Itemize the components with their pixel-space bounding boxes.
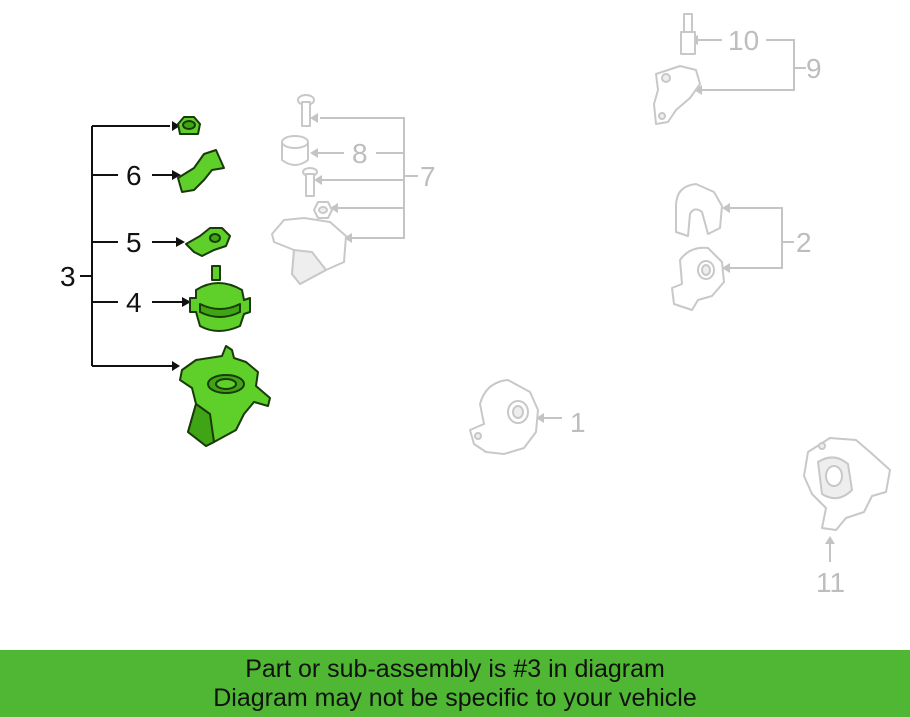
small-bolt-part[interactable] bbox=[302, 167, 318, 197]
callout-6-arrow bbox=[172, 170, 181, 180]
bracket-part-6[interactable] bbox=[177, 149, 225, 193]
callout-4-arrow bbox=[182, 297, 191, 307]
callout-7-label: 7 bbox=[420, 161, 436, 192]
callout-2-label: 2 bbox=[796, 227, 812, 258]
bracket-part-7[interactable] bbox=[271, 217, 347, 285]
stud-part-10[interactable] bbox=[680, 13, 696, 55]
callout-4-label: 4 bbox=[126, 287, 142, 318]
callout-10-label: 10 bbox=[728, 25, 759, 56]
bracket-part-9[interactable] bbox=[653, 65, 701, 125]
callout-3-arrow-top bbox=[172, 121, 180, 131]
assembly-7-group[interactable]: 8 7 bbox=[271, 94, 436, 285]
callout-3-bracket bbox=[80, 125, 172, 367]
bolt-part[interactable] bbox=[297, 94, 315, 127]
callout-1-label: 1 bbox=[570, 407, 586, 438]
plate-part-5[interactable] bbox=[185, 227, 231, 257]
nut-part-faded[interactable] bbox=[313, 201, 333, 219]
callout-2-bracket bbox=[728, 207, 794, 269]
callout-5-arrow bbox=[176, 237, 185, 247]
banner-line-assembly: Part or sub-assembly is #3 in diagram bbox=[245, 654, 665, 683]
nut-part-highlighted[interactable] bbox=[177, 116, 201, 135]
mount-upper-part-2[interactable] bbox=[675, 183, 723, 237]
exploded-parts-diagram: 3 6 5 4 bbox=[60, 13, 891, 598]
mount-part-4[interactable] bbox=[189, 265, 251, 332]
banner-line-disclaimer: Diagram may not be specific to your vehi… bbox=[213, 683, 697, 712]
mount-lower-part-2[interactable] bbox=[671, 246, 725, 311]
spacer-part-8[interactable] bbox=[281, 135, 309, 166]
engine-mount-part-1[interactable] bbox=[469, 379, 539, 455]
assembly-3-group[interactable]: 3 6 5 4 bbox=[60, 116, 271, 447]
callout-3-arrow-bottom bbox=[172, 361, 180, 371]
callout-8-label: 8 bbox=[352, 138, 368, 169]
info-banner: Part or sub-assembly is #3 in diagram Di… bbox=[0, 650, 910, 717]
assembly-11-group[interactable]: 11 bbox=[803, 437, 891, 598]
callout-7-bracket bbox=[320, 117, 418, 239]
callout-9-bracket bbox=[700, 39, 806, 91]
callout-5-label: 5 bbox=[126, 227, 142, 258]
assembly-2-group[interactable]: 2 bbox=[671, 183, 812, 311]
main-bracket-part[interactable] bbox=[179, 345, 271, 447]
callout-9-label: 9 bbox=[806, 53, 822, 84]
assembly-9-group[interactable]: 10 9 bbox=[653, 13, 822, 125]
assembly-1-group[interactable]: 1 bbox=[469, 379, 586, 455]
callout-11-label: 11 bbox=[816, 567, 845, 598]
callout-3-label: 3 bbox=[60, 261, 76, 292]
callout-6-label: 6 bbox=[126, 160, 142, 191]
transmission-mount-part-11[interactable] bbox=[803, 437, 891, 531]
